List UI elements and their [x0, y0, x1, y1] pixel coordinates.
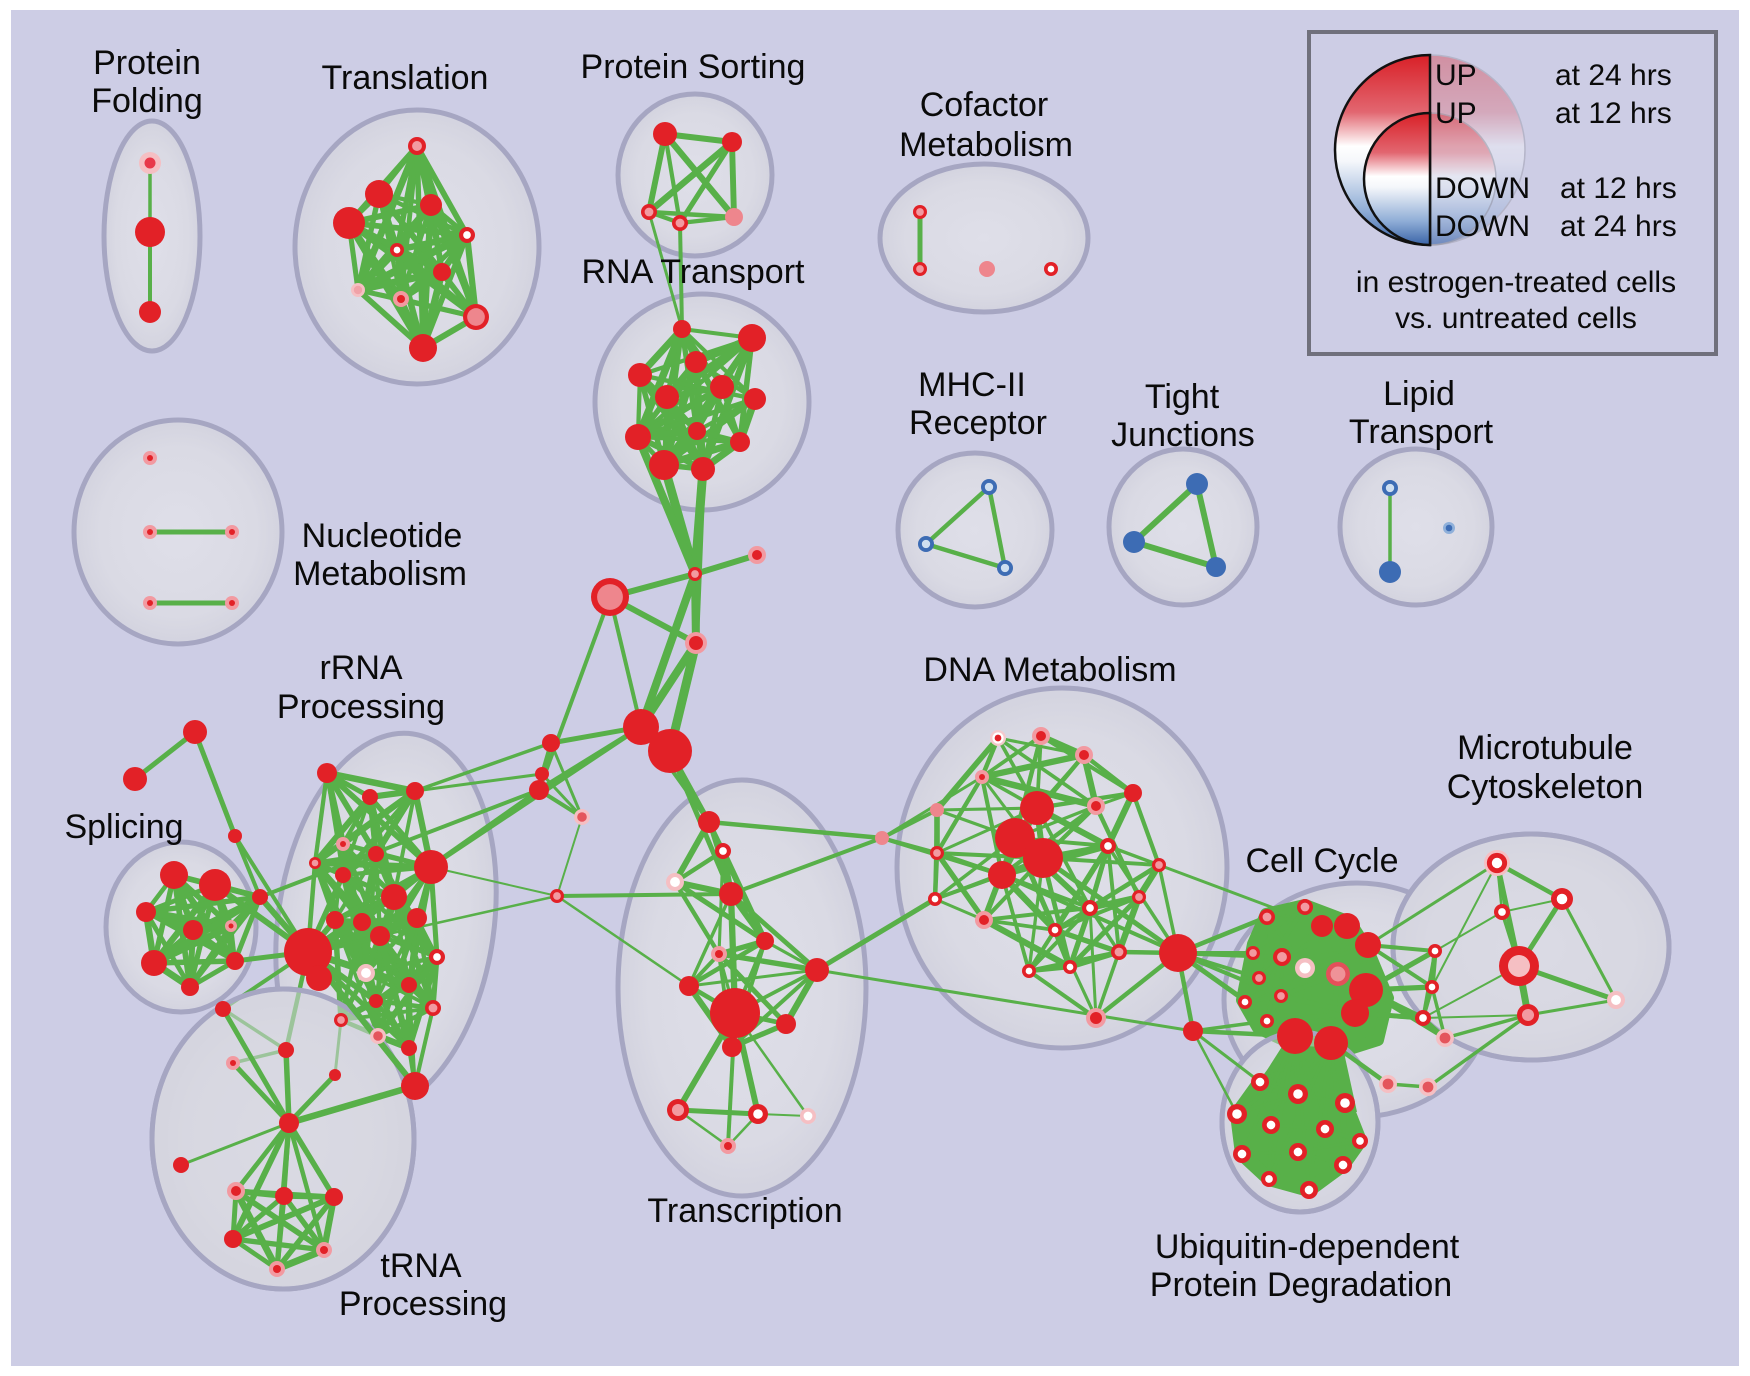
svg-text:Tight: Tight — [1145, 378, 1220, 416]
svg-text:Protein Sorting: Protein Sorting — [581, 48, 806, 86]
svg-text:DOWN: DOWN — [1435, 210, 1530, 243]
svg-text:MHC-II: MHC-II — [918, 366, 1026, 404]
svg-text:Ubiquitin-dependent: Ubiquitin-dependent — [1155, 1228, 1460, 1266]
svg-text:Lipid: Lipid — [1383, 375, 1455, 413]
svg-text:DOWN: DOWN — [1435, 172, 1530, 205]
svg-text:UP: UP — [1435, 97, 1477, 130]
svg-text:Transcription: Transcription — [647, 1192, 842, 1230]
svg-text:Splicing: Splicing — [64, 808, 183, 846]
svg-text:Processing: Processing — [339, 1285, 507, 1323]
svg-text:Protein Degradation: Protein Degradation — [1150, 1266, 1452, 1304]
svg-text:DNA Metabolism: DNA Metabolism — [923, 651, 1176, 689]
svg-text:in estrogen-treated cells: in estrogen-treated cells — [1356, 266, 1676, 299]
svg-text:Folding: Folding — [91, 82, 203, 120]
svg-text:RNA Transport: RNA Transport — [582, 253, 806, 291]
svg-text:Transport: Transport — [1349, 413, 1494, 451]
svg-text:rRNA: rRNA — [319, 649, 402, 687]
svg-text:Junctions: Junctions — [1111, 416, 1255, 454]
svg-text:Microtubule: Microtubule — [1457, 729, 1633, 767]
svg-text:Cofactor: Cofactor — [920, 86, 1049, 124]
svg-text:UP: UP — [1435, 59, 1477, 92]
svg-text:at 12 hrs: at 12 hrs — [1555, 97, 1672, 130]
svg-text:Cell Cycle: Cell Cycle — [1245, 842, 1398, 880]
svg-text:Receptor: Receptor — [909, 404, 1047, 442]
svg-text:Metabolism: Metabolism — [293, 555, 467, 593]
svg-text:Protein: Protein — [93, 44, 201, 82]
svg-text:at 12 hrs: at 12 hrs — [1560, 172, 1677, 205]
svg-text:Processing: Processing — [277, 688, 445, 726]
svg-text:Metabolism: Metabolism — [899, 126, 1073, 164]
svg-text:at 24 hrs: at 24 hrs — [1555, 59, 1672, 92]
svg-text:vs. untreated cells: vs. untreated cells — [1395, 302, 1637, 335]
svg-text:Cytoskeleton: Cytoskeleton — [1447, 768, 1644, 806]
svg-text:at 24 hrs: at 24 hrs — [1560, 210, 1677, 243]
svg-text:Nucleotide: Nucleotide — [302, 517, 463, 555]
svg-text:Translation: Translation — [322, 59, 489, 97]
svg-text:tRNA: tRNA — [380, 1247, 462, 1285]
